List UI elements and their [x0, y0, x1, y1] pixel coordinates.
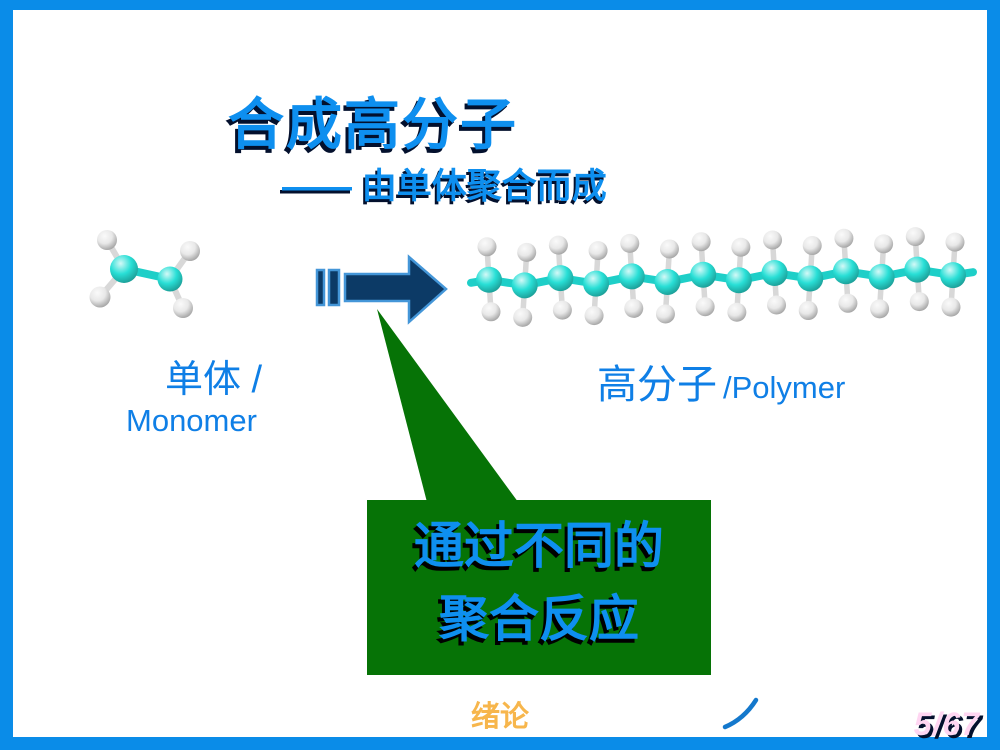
slide-subtitle: —— 由单体聚合而成 [282, 167, 607, 206]
decorative-curve [722, 697, 759, 730]
polymer-label-zh: 高分子 [597, 363, 717, 407]
monomer-molecule-image [89, 230, 200, 318]
footer-section-label: 绪论 [470, 701, 529, 733]
reaction-arrow-icon [315, 254, 448, 325]
polymer-label-en: /Polymer [723, 370, 846, 405]
monomer-label-en: Monomer [126, 403, 257, 438]
callout-line2: 聚合反应 [439, 590, 639, 647]
polymer-label: 高分子/Polymer [597, 352, 845, 410]
slide-title: 合成高分子 [228, 93, 518, 156]
callout-line1: 通过不同的 [414, 518, 664, 574]
callout-pointer-wedge [377, 309, 521, 506]
monomer-label-zh: 单体 / [165, 359, 263, 401]
callout-box: 通过不同的 聚合反应 [367, 500, 711, 675]
page-number: 5/67 [913, 706, 980, 742]
polymer-molecule-image [467, 227, 977, 327]
